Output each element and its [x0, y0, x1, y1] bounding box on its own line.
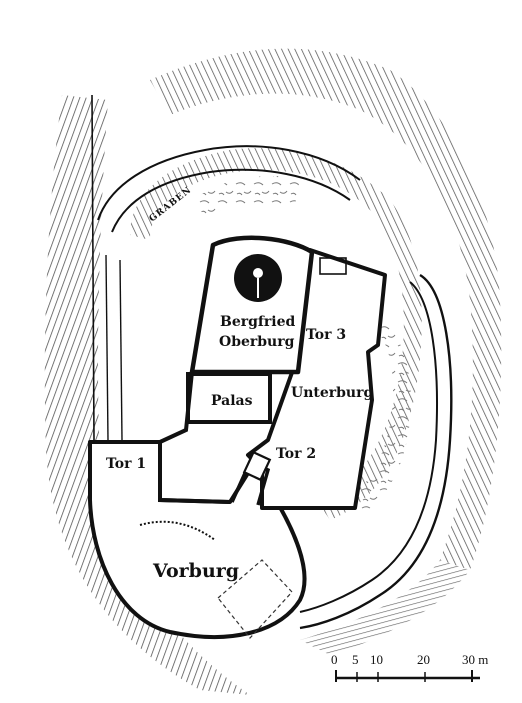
ditch-left-inner-2 — [119, 259, 123, 441]
bergfried-well — [253, 268, 263, 278]
gate-2-tower — [242, 450, 272, 482]
oberburg-wall — [189, 235, 315, 375]
oberburg: Bergfried Oberburg Tor 3 — [189, 235, 346, 375]
rampart-inner — [299, 281, 438, 613]
scale-label-20: 20 — [417, 652, 430, 667]
label-vorburg: Vorburg — [152, 560, 239, 582]
rampart-outer — [299, 273, 453, 630]
vorburg-terrace-line — [139, 520, 216, 541]
label-oberburg: Oberburg — [219, 334, 295, 350]
slope-hatching-north-east — [150, 48, 502, 571]
rock-outcrop — [350, 320, 411, 515]
scale-label-5: 5 — [352, 652, 359, 667]
ditch-left-inner — [105, 254, 109, 441]
scale-label-0: 0 — [331, 652, 338, 667]
moat-outer-edge — [97, 145, 361, 221]
label-palas: Palas — [211, 393, 253, 409]
wall-palas-to-gate — [158, 442, 231, 504]
unterburg-wall — [246, 248, 387, 510]
label-unterburg: Unterburg — [291, 385, 373, 401]
scale-label-10: 10 — [370, 652, 383, 667]
label-bergfried: Bergfried — [220, 314, 296, 330]
rock-outcrop-north — [195, 176, 300, 218]
scale-bar: 0 5 10 20 30 m — [331, 652, 488, 682]
outer-rampart — [299, 273, 453, 630]
vorburg-ruin-outline — [217, 559, 293, 639]
moat-inner-edge — [111, 168, 351, 233]
inner-walls — [158, 371, 272, 506]
slope-hatching-south-east — [300, 560, 470, 655]
unterburg: Unterburg Tor 2 — [246, 248, 387, 510]
palas: Palas — [186, 372, 272, 424]
unterburg-gate-house — [319, 257, 347, 275]
scale-label-30m: 30 m — [462, 652, 488, 667]
slope-hatching-inner — [130, 148, 422, 520]
label-tor-3: Tor 3 — [306, 327, 346, 343]
wall-oberburg-west — [159, 371, 194, 444]
label-tor-1: Tor 1 — [106, 456, 146, 472]
ditch-left — [91, 94, 95, 441]
label-tor-2: Tor 2 — [276, 446, 316, 462]
